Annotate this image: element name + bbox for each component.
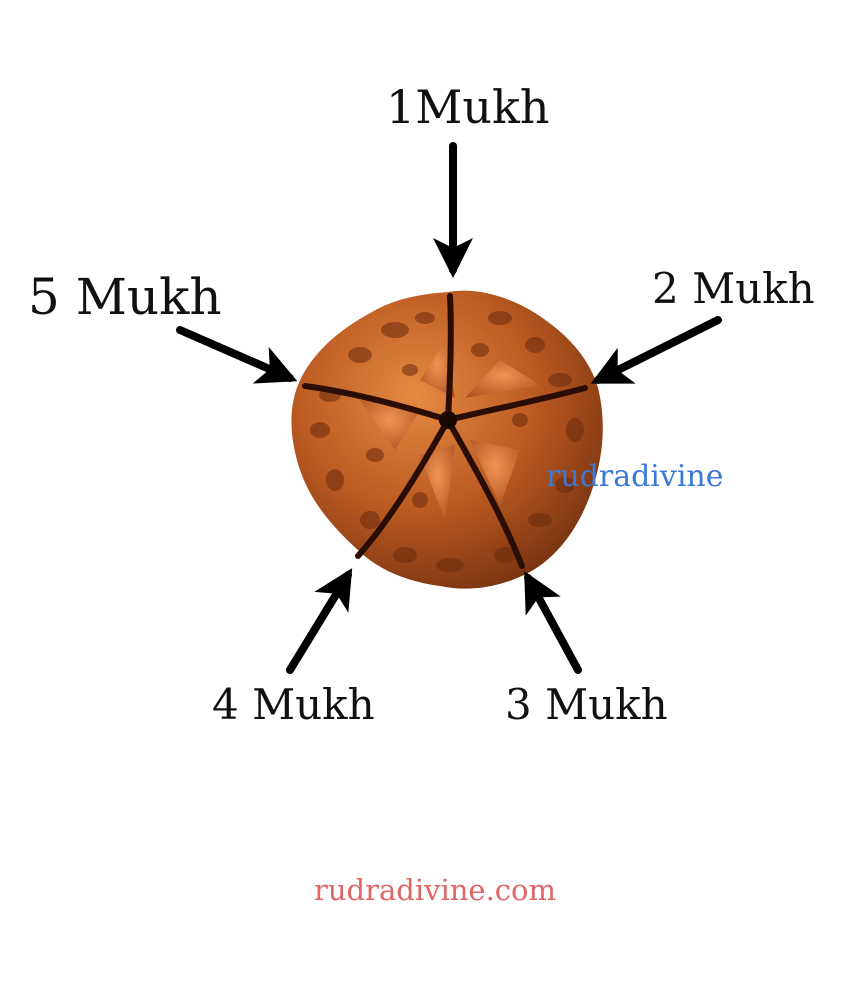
groove-2 [445,385,588,423]
arrow-4mukh [286,568,353,674]
bead-body [291,290,603,589]
arrow-3mukh [524,570,582,674]
groove-5 [302,383,451,423]
arrow-2mukh [590,316,722,384]
groove-3 [445,417,525,569]
label-3mukh: 3 Mukh [505,680,668,729]
arrow-5mukh [176,326,298,384]
arrows [176,142,722,674]
label-4mukh: 4 Mukh [212,680,375,729]
bead-center-hole [439,411,457,429]
rudraksha-bead [291,290,603,589]
footer-watermark: rudradivine.com [314,873,557,907]
bead-texture [310,311,584,572]
bead-watermark: rudradivine [546,459,724,494]
groove-4 [355,417,451,559]
label-1mukh: 1Mukh [386,80,550,134]
groove-1 [445,293,454,423]
mukh-grooves [302,293,588,569]
label-5mukh: 5 Mukh [28,268,222,326]
bead-ridges [360,342,540,520]
label-2mukh: 2 Mukh [652,264,815,313]
